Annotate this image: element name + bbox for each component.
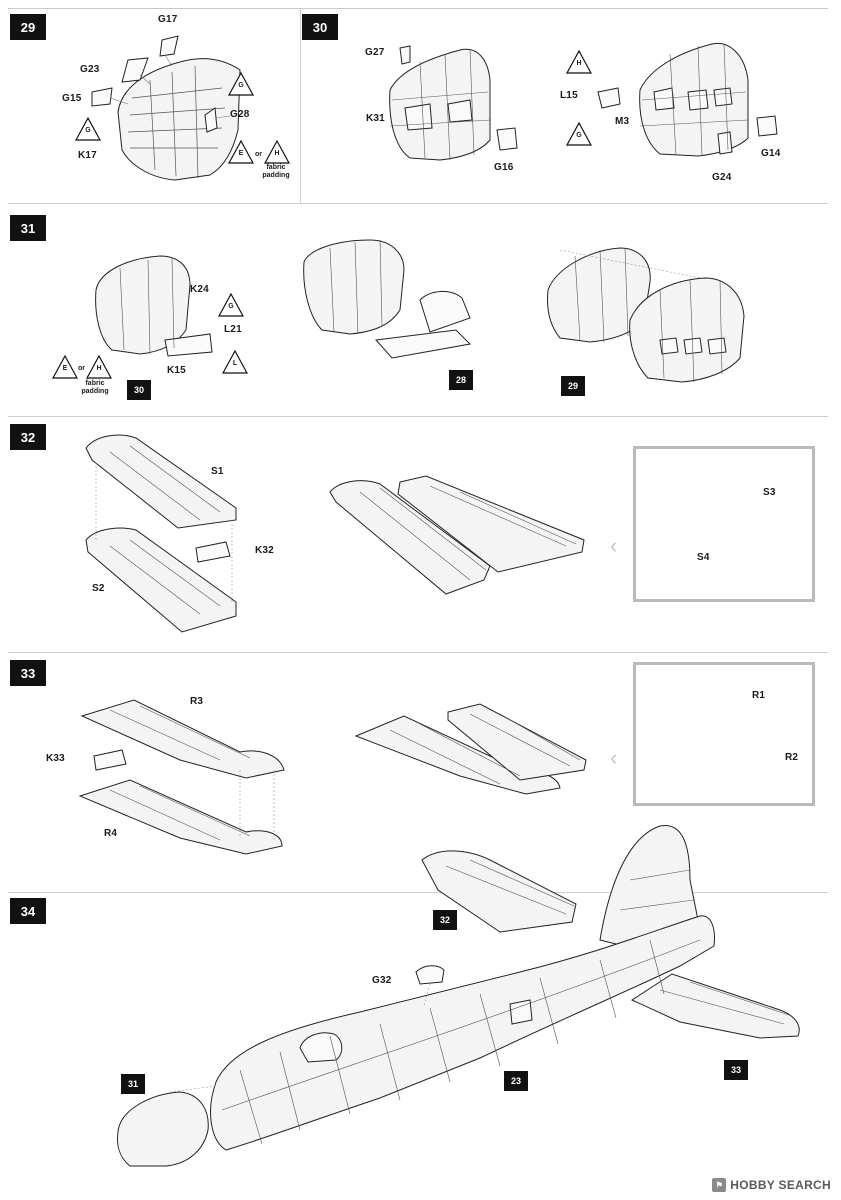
fabric-padding-note: fabric padding xyxy=(262,164,290,179)
label-g24: G24 xyxy=(712,172,732,183)
label-k17: K17 xyxy=(78,150,97,161)
label-r2: R2 xyxy=(785,752,799,763)
label-s3: S3 xyxy=(763,487,776,498)
label-m3: M3 xyxy=(615,116,630,127)
paint-marker-h-icon: H xyxy=(264,140,290,164)
label-g28: G28 xyxy=(230,109,250,120)
label-g14: G14 xyxy=(761,148,781,159)
step-31-badge: 31 xyxy=(10,215,46,241)
label-r3: R3 xyxy=(190,696,204,707)
label-l21: L21 xyxy=(224,324,242,335)
label-s2: S2 xyxy=(92,583,105,594)
step-34-badge: 34 xyxy=(10,898,46,924)
ref-step-23-badge: 23 xyxy=(504,1071,528,1091)
paint-marker-e-icon: E xyxy=(228,140,254,164)
or-text: or xyxy=(78,365,85,372)
or-text: or xyxy=(255,151,262,158)
divider-row3 xyxy=(8,652,828,653)
label-g27: G27 xyxy=(365,47,385,58)
step-33-detail-inset xyxy=(633,662,815,806)
label-g23: G23 xyxy=(80,64,100,75)
label-k33: K33 xyxy=(46,753,65,764)
ref-step-32-badge: 32 xyxy=(433,910,457,930)
label-r4: R4 xyxy=(104,828,118,839)
label-k15: K15 xyxy=(167,365,186,376)
paint-marker-h-icon: H xyxy=(566,50,592,74)
label-r1: R1 xyxy=(752,690,766,701)
fabric-padding-note: fabric padding xyxy=(81,380,109,395)
arrow-left-icon: ‹ xyxy=(610,745,618,770)
paint-marker-h-icon: H xyxy=(86,355,112,379)
ref-step-28-badge: 28 xyxy=(449,370,473,390)
divider-row1 xyxy=(8,203,828,204)
label-k24: K24 xyxy=(190,284,209,295)
paint-marker-l-icon: L xyxy=(222,350,248,374)
watermark-text: HOBBY SEARCH xyxy=(730,1178,831,1192)
step-30-badge: 30 xyxy=(302,14,338,40)
label-k31: K31 xyxy=(366,113,385,124)
ref-step-31-badge: 31 xyxy=(121,1074,145,1094)
ref-step-29-badge: 29 xyxy=(561,376,585,396)
step-32-detail-inset xyxy=(633,446,815,602)
hobby-search-logo-icon: ⚑ xyxy=(712,1178,727,1192)
arrow-left-icon: ‹ xyxy=(610,533,618,558)
label-l15: L15 xyxy=(560,90,578,101)
label-s1: S1 xyxy=(211,466,224,477)
label-g17: G17 xyxy=(158,14,178,25)
ref-step-30-badge: 30 xyxy=(127,380,151,400)
divider-row4 xyxy=(8,892,828,893)
paint-marker-g-icon: G xyxy=(75,117,101,141)
step-29-badge: 29 xyxy=(10,14,46,40)
step-33-badge: 33 xyxy=(10,660,46,686)
divider-29-30 xyxy=(300,8,301,203)
watermark: ⚑ HOBBY SEARCH xyxy=(712,1178,831,1192)
ref-step-33-badge: 33 xyxy=(724,1060,748,1080)
step-32-badge: 32 xyxy=(10,424,46,450)
label-g16: G16 xyxy=(494,162,514,173)
paint-marker-g-icon: G xyxy=(228,72,254,96)
label-s4: S4 xyxy=(697,552,710,563)
paint-marker-g-icon: G xyxy=(218,293,244,317)
label-k32: K32 xyxy=(255,545,274,556)
paint-marker-e-icon: E xyxy=(52,355,78,379)
label-g15: G15 xyxy=(62,93,82,104)
paint-marker-g-icon: G xyxy=(566,122,592,146)
label-g32: G32 xyxy=(372,975,392,986)
divider-row2 xyxy=(8,416,828,417)
instruction-sheet xyxy=(8,8,828,1179)
